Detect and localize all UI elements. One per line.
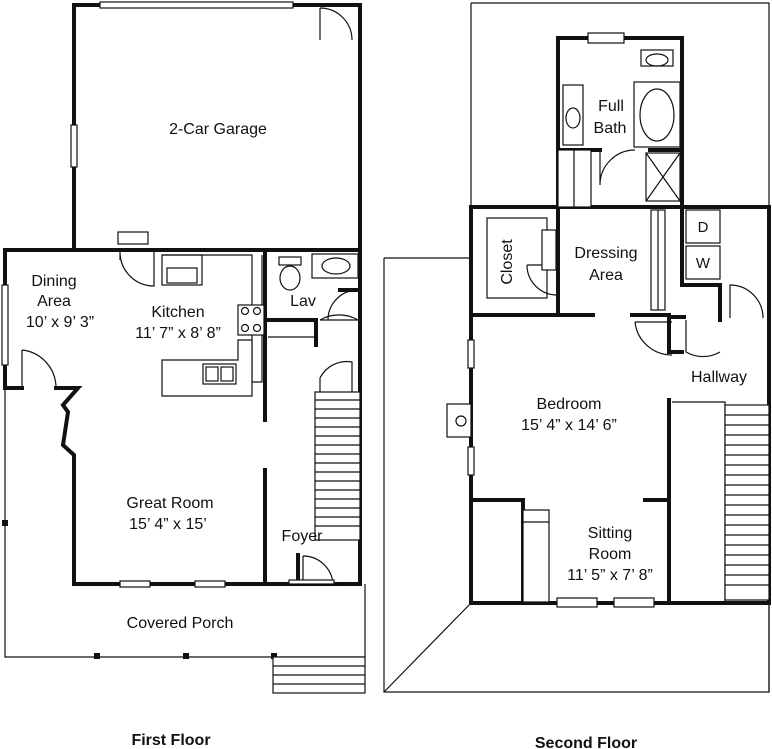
great-room-dims: 15’ 4” x 15’ [129,516,207,533]
second-floor-walls [446,32,771,608]
first-floor-caption: First Floor [131,732,210,749]
dining-dims: 10’ x 9’ 3” [26,314,94,331]
second-floor: D W [383,2,771,693]
kitchen-fixtures [161,254,265,397]
great-room-label: Great Room [126,495,213,512]
dining-label-line1: Dining [31,273,76,290]
garage-walls [70,1,362,252]
kitchen-label: Kitchen [151,304,204,321]
interior-walls-first [117,231,362,586]
dryer [685,209,721,244]
garage-label: 2-Car Garage [169,121,267,138]
first-floor: 2-Car Garage Dining Area 10’ x 9’ 3” Kit… [1,1,366,694]
bedroom-label: Bedroom [537,396,602,413]
dressing-label-line2: Area [589,267,623,284]
lav-fixtures [278,253,359,291]
closet-label: Closet [499,239,516,285]
dressing-label-line1: Dressing [574,245,637,262]
closet [486,217,558,299]
washer-label: W [696,255,711,272]
second-floor-stair [672,401,770,603]
sitting-label-line2: Room [589,546,632,563]
bath-fixtures [557,49,681,208]
sitting-builtin [522,509,550,603]
foyer-label: Foyer [282,528,324,545]
porch-steps [272,656,366,694]
bedroom-dims: 15’ 4” x 14’ 6” [521,417,617,434]
full-bath-label-line1: Full [598,98,624,115]
lav-label: Lav [290,293,316,310]
porch-label: Covered Porch [127,615,234,632]
kitchen-dims: 11’ 7” x 8’ 8” [135,325,221,342]
dining-label-line2: Area [37,293,71,310]
roof-lines [383,2,770,693]
sitting-dims: 11’ 5” x 7’ 8” [567,567,653,584]
laundry: D W [685,209,721,280]
washer [685,245,721,280]
dressing-fixtures [634,209,673,356]
first-floor-stair [314,391,361,541]
dryer-label: D [698,219,709,236]
second-floor-caption: Second Floor [535,735,637,749]
hallway-label: Hallway [691,369,747,386]
sitting-label-line1: Sitting [588,525,632,542]
interior-walls-second [469,148,722,605]
hallway-doors [685,284,764,358]
full-bath-label-line2: Bath [594,120,627,137]
